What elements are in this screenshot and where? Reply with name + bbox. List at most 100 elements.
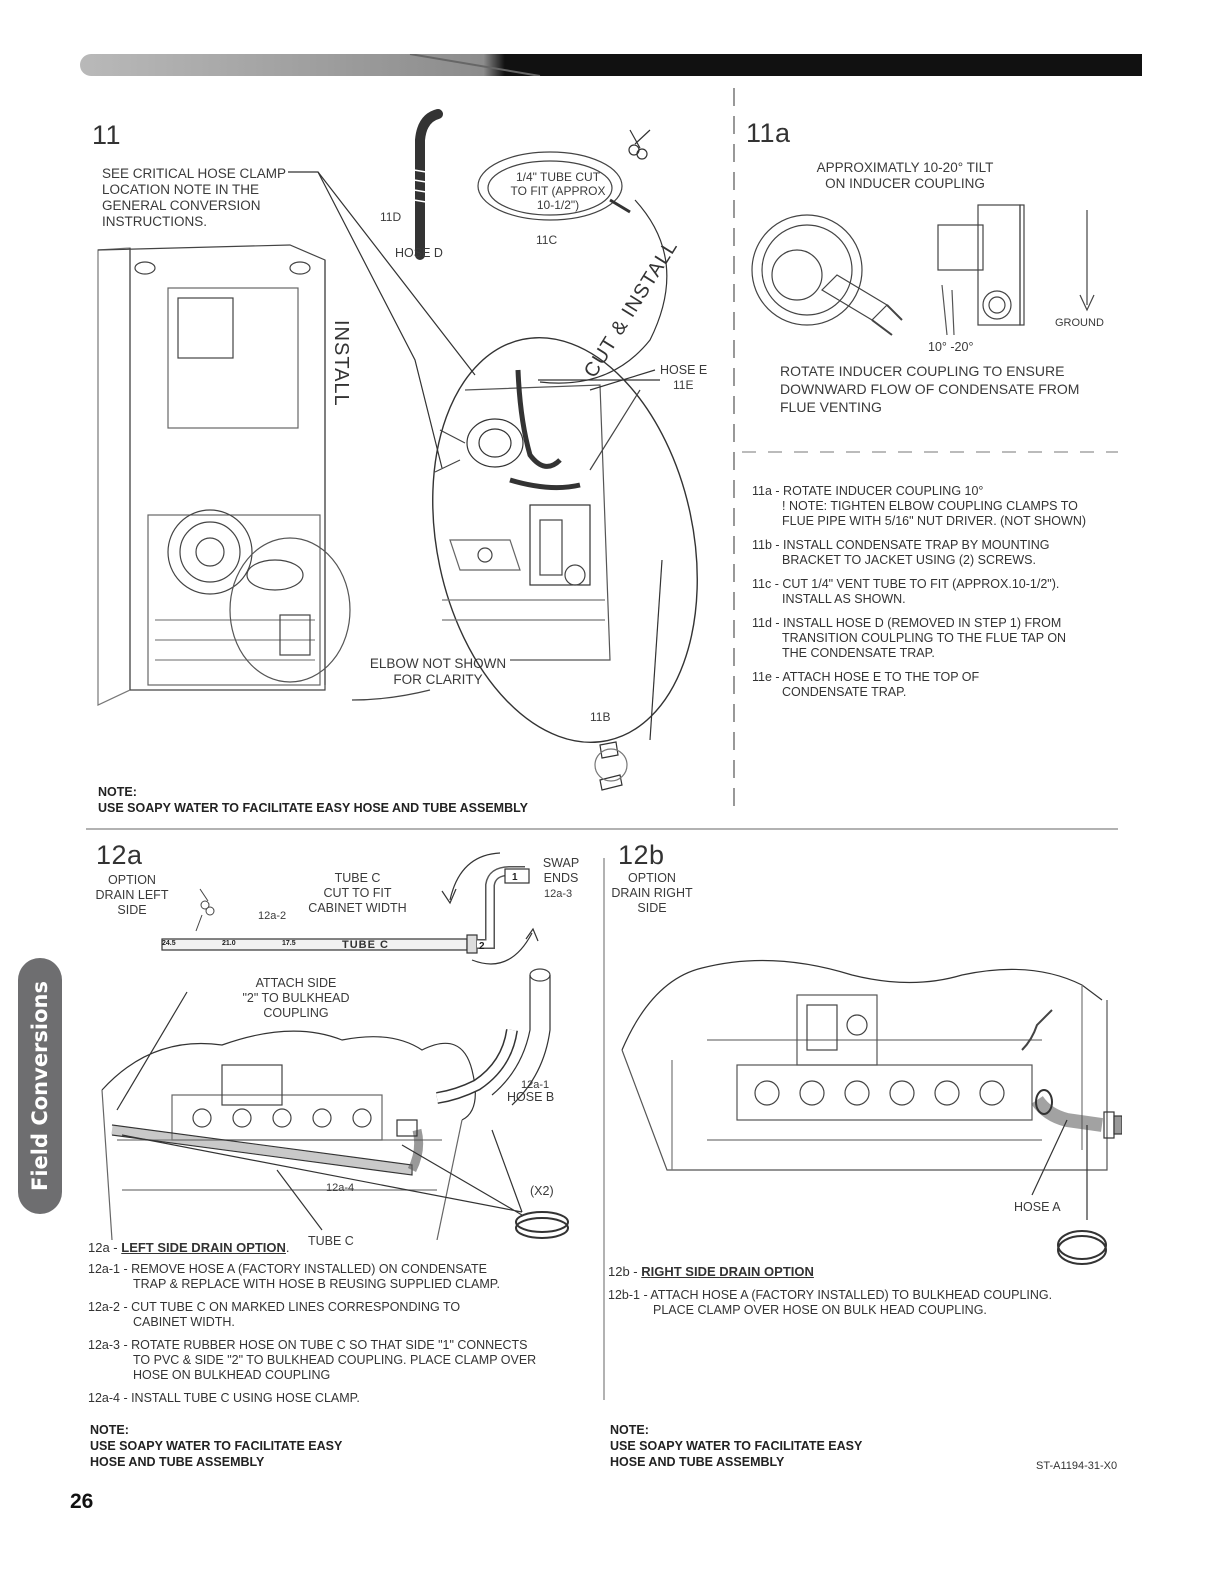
option-drain-right: OPTION DRAIN RIGHT SIDE bbox=[608, 871, 696, 916]
step-text: 11d - INSTALL HOSE D (REMOVED IN STEP 1)… bbox=[752, 616, 1062, 630]
angle-label: 10° -20° bbox=[928, 340, 974, 354]
label-12a-1: 12a-1 bbox=[521, 1079, 550, 1091]
note-body: USE SOAPY WATER TO FACILITATE EASY HOSE … bbox=[98, 801, 528, 815]
option-drain-left: OPTION DRAIN LEFT SIDE bbox=[90, 873, 174, 918]
tube-cut-label: 1/4" TUBE CUT TO FIT (APPROX 10-1/2") bbox=[508, 170, 608, 212]
attach-line: COUPLING bbox=[263, 1006, 329, 1020]
right-drain-illustration bbox=[621, 959, 1122, 1265]
note-title: NOTE: bbox=[98, 785, 137, 799]
attach-line: ATTACH SIDE bbox=[255, 976, 337, 990]
rotate-line: DOWNWARD FLOW OF CONDENSATE FROM bbox=[780, 381, 1080, 397]
step-text: 12a-3 - ROTATE RUBBER HOSE ON TUBE C SO … bbox=[88, 1338, 528, 1352]
elbow-not-shown-note: ELBOW NOT SHOWN FOR CLARITY bbox=[358, 656, 518, 688]
ground-label: GROUND bbox=[1055, 317, 1104, 329]
swap-ends-label: SWAP ENDS bbox=[538, 856, 584, 886]
page-number: 26 bbox=[70, 1490, 94, 1513]
step-text: BRACKET TO JACKET USING (2) SCREWS. bbox=[782, 553, 1036, 567]
label-11b: 11b bbox=[590, 710, 611, 724]
section-12a-note: NOTE: USE SOAPY WATER TO FACILITATE EASY… bbox=[90, 1422, 342, 1470]
step-text: THE CONDENSATE TRAP. bbox=[782, 646, 935, 660]
step-11b: 11b - INSTALL CONDENSATE TRAP BY MOUNTIN… bbox=[752, 538, 1112, 568]
option-line: DRAIN RIGHT bbox=[611, 886, 693, 900]
hose-b-label: HOSE B bbox=[507, 1090, 555, 1104]
label-11c: 11c bbox=[536, 233, 558, 247]
left-drain-heading: 12a - LEFT SIDE DRAIN OPTION. bbox=[88, 1240, 290, 1255]
section-11a-number: 11a bbox=[746, 118, 791, 148]
critical-hose-clamp-note: SEE CRITICAL HOSE CLAMP LOCATION NOTE IN… bbox=[102, 166, 286, 230]
step-text: 12a-4 - INSTALL TUBE C USING HOSE CLAMP. bbox=[88, 1391, 360, 1405]
attach-side-label: ATTACH SIDE "2" TO BULKHEAD COUPLING bbox=[238, 976, 354, 1021]
step-text: 11c - CUT 1/4" VENT TUBE TO FIT (APPROX.… bbox=[752, 577, 1060, 591]
tube-c-label: TUBE C bbox=[308, 1234, 354, 1248]
left-drain-illustration bbox=[101, 968, 569, 1240]
heading-text: RIGHT SIDE DRAIN OPTION bbox=[641, 1264, 814, 1279]
step-text: HOSE ON BULKHEAD COUPLING bbox=[133, 1368, 331, 1382]
hose-e-label: HOSE E bbox=[660, 363, 708, 377]
hose-d-label: HOSE D bbox=[395, 246, 443, 260]
step-text: 12a-1 - REMOVE HOSE A (FACTORY INSTALLED… bbox=[88, 1262, 487, 1276]
elbow-note-line: FOR CLARITY bbox=[393, 672, 483, 687]
step-text: TRANSITION COULPLING TO THE FLUE TAP ON bbox=[782, 631, 1067, 645]
step-text: TRAP & REPLACE WITH HOSE B REUSING SUPPL… bbox=[133, 1277, 500, 1291]
x2-label: (X2) bbox=[530, 1184, 554, 1198]
note-line: LOCATION NOTE IN THE bbox=[102, 182, 260, 197]
inducer-coupling-illustration bbox=[751, 204, 1095, 336]
heading-prefix: 12a - bbox=[88, 1240, 122, 1255]
step-text: 12a-2 - CUT TUBE C ON MARKED LINES CORRE… bbox=[88, 1300, 461, 1314]
heading-prefix: 12b - bbox=[608, 1264, 642, 1279]
right-drain-heading: 12b - RIGHT SIDE DRAIN OPTION bbox=[608, 1264, 814, 1279]
label-12a-4: 12a-4 bbox=[326, 1182, 355, 1194]
step-text: 11a - ROTATE INDUCER COUPLING 10° bbox=[752, 484, 984, 498]
label-11d: 11d bbox=[380, 210, 402, 224]
tube-c-cut-line: CUT TO FIT bbox=[323, 886, 392, 900]
step-text: TO PVC & SIDE "2" TO BULKHEAD COUPLING. … bbox=[133, 1353, 537, 1367]
label-12a-3: 12a-3 bbox=[544, 888, 573, 900]
note-body: HOSE AND TUBE ASSEMBLY bbox=[90, 1455, 265, 1469]
section-12b-number: 12b bbox=[618, 840, 665, 870]
tube-c-cut-label: TUBE C CUT TO FIT CABINET WIDTH bbox=[300, 871, 415, 916]
step-11e: 11e - ATTACH HOSE E TO THE TOP OF CONDEN… bbox=[752, 670, 1112, 700]
tube-mark-210: 21.0 bbox=[222, 940, 236, 947]
section-12b-note: NOTE: USE SOAPY WATER TO FACILITATE EASY… bbox=[610, 1422, 862, 1470]
note-line: GENERAL CONVERSION bbox=[102, 198, 261, 213]
tube-c-cut-line: TUBE C bbox=[334, 871, 381, 885]
section-11-number: 11 bbox=[92, 120, 122, 150]
note-line: SEE CRITICAL HOSE CLAMP bbox=[102, 166, 287, 181]
heading-text: LEFT SIDE DRAIN OPTION bbox=[121, 1240, 286, 1255]
step-text: CONDENSATE TRAP. bbox=[782, 685, 907, 699]
step-text: 11b - INSTALL CONDENSATE TRAP BY MOUNTIN… bbox=[752, 538, 1050, 552]
step-11d: 11d - INSTALL HOSE D (REMOVED IN STEP 1)… bbox=[752, 616, 1112, 661]
section-11-note: NOTE: USE SOAPY WATER TO FACILITATE EASY… bbox=[98, 784, 528, 816]
swap-line: SWAP bbox=[542, 856, 580, 870]
hose-a-label: HOSE A bbox=[1014, 1200, 1061, 1214]
rotate-caption: ROTATE INDUCER COUPLING TO ENSURE DOWNWA… bbox=[780, 362, 1079, 416]
steps-12b-list: 12b-1 - ATTACH HOSE A (FACTORY INSTALLED… bbox=[608, 1288, 1108, 1326]
option-line: OPTION bbox=[108, 873, 156, 887]
step-text: PLACE CLAMP OVER HOSE ON BULK HEAD COUPL… bbox=[653, 1303, 987, 1317]
tube-cut-line: TO FIT (APPROX bbox=[510, 184, 606, 198]
steps-11-list: 11a - ROTATE INDUCER COUPLING 10° ! NOTE… bbox=[752, 484, 1112, 709]
step-11a: 11a - ROTATE INDUCER COUPLING 10° ! NOTE… bbox=[752, 484, 1112, 529]
tube-cut-line: 10-1/2") bbox=[536, 198, 580, 212]
tilt-line: ON INDUCER COUPLING bbox=[825, 176, 985, 191]
note-body: USE SOAPY WATER TO FACILITATE EASY bbox=[90, 1439, 343, 1453]
step-11c: 11c - CUT 1/4" VENT TUBE TO FIT (APPROX.… bbox=[752, 577, 1112, 607]
label-12a-2: 12a-2 bbox=[258, 910, 287, 922]
step-12b-1: 12b-1 - ATTACH HOSE A (FACTORY INSTALLED… bbox=[608, 1288, 1108, 1318]
end-1-label: 1 bbox=[512, 872, 518, 883]
step-text: ! NOTE: TIGHTEN ELBOW COUPLING CLAMPS TO bbox=[782, 499, 1078, 513]
rotate-line: ROTATE INDUCER COUPLING TO ENSURE bbox=[780, 363, 1065, 379]
note-title: NOTE: bbox=[90, 1423, 129, 1437]
attach-line: "2" TO BULKHEAD bbox=[242, 991, 350, 1005]
step-text: CABINET WIDTH. bbox=[133, 1315, 235, 1329]
note-title: NOTE: bbox=[610, 1423, 649, 1437]
header-bar bbox=[80, 54, 1142, 76]
tube-mark-175: 17.5 bbox=[282, 940, 296, 947]
rotate-line: FLUE VENTING bbox=[780, 399, 882, 415]
step-12a-3: 12a-3 - ROTATE RUBBER HOSE ON TUBE C SO … bbox=[88, 1338, 588, 1383]
tilt-caption: APPROXIMATLY 10-20° TILT ON INDUCER COUP… bbox=[790, 160, 1020, 192]
document-code: ST-A1194-31-X0 bbox=[1036, 1460, 1118, 1472]
steps-12a-list: 12a-1 - REMOVE HOSE A (FACTORY INSTALLED… bbox=[88, 1262, 588, 1414]
step-12a-2: 12a-2 - CUT TUBE C ON MARKED LINES CORRE… bbox=[88, 1300, 588, 1330]
